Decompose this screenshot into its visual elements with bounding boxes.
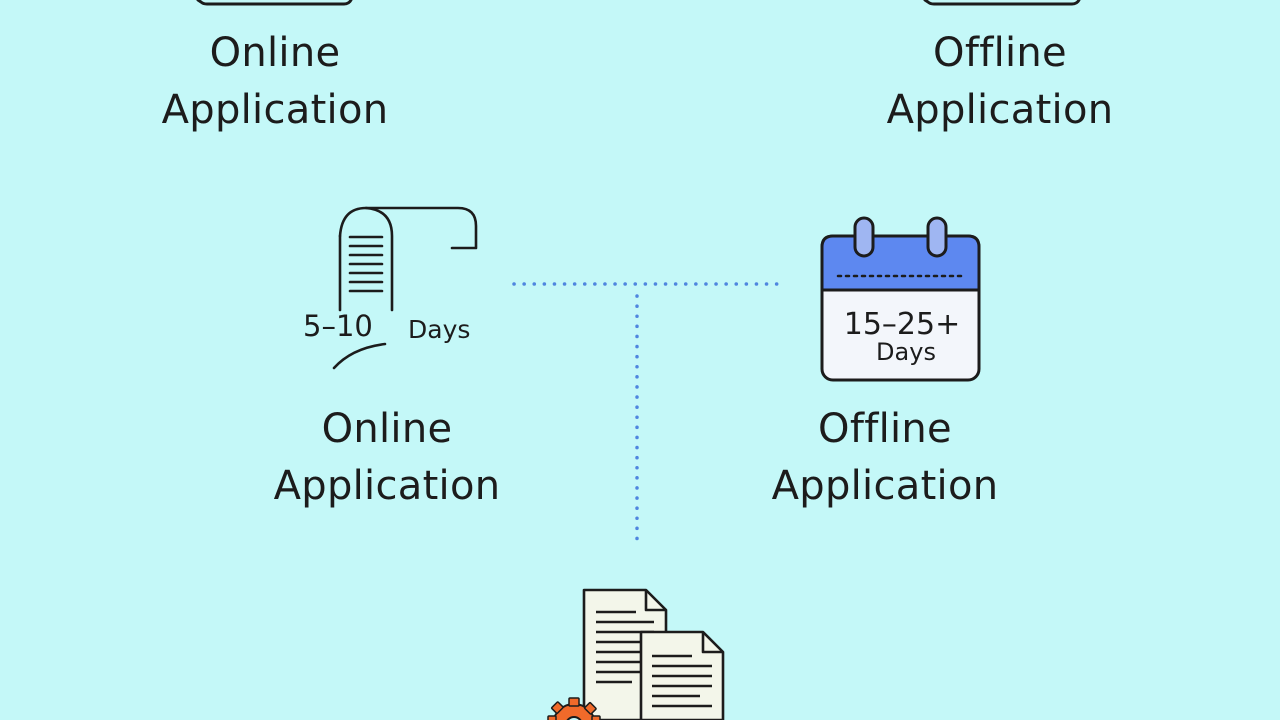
top-online-icon-fragment: [196, 0, 353, 6]
dotted-connector: [512, 282, 786, 548]
middle-online-label: Online Application: [237, 401, 537, 515]
middle-offline-line1: Offline: [818, 406, 952, 452]
top-online-label: Online Application: [125, 25, 425, 139]
calendar-icon: [820, 216, 981, 382]
offline-duration-value: 15–25+: [844, 307, 960, 342]
middle-offline-line2: Application: [771, 463, 999, 509]
gear-icon: [547, 697, 601, 720]
online-duration-value: 5–10: [303, 309, 373, 343]
calendar-ring-right: [926, 216, 948, 258]
offline-duration-unit: Days: [876, 338, 936, 366]
calendar-ring-left: [853, 216, 875, 258]
top-online-line1: Online: [209, 30, 341, 76]
top-online-line2: Application: [161, 87, 389, 133]
top-offline-line1: Offline: [933, 30, 1067, 76]
documents-stack-icon: [582, 588, 725, 720]
middle-online-line2: Application: [273, 463, 501, 509]
top-offline-label: Offline Application: [850, 25, 1150, 139]
top-offline-icon-fragment: [923, 0, 1081, 6]
top-offline-line2: Application: [886, 87, 1114, 133]
middle-online-line1: Online: [321, 406, 453, 452]
middle-offline-label: Offline Application: [735, 401, 1035, 515]
online-duration-unit: Days: [408, 315, 470, 344]
scroll-document-icon: [332, 206, 478, 370]
